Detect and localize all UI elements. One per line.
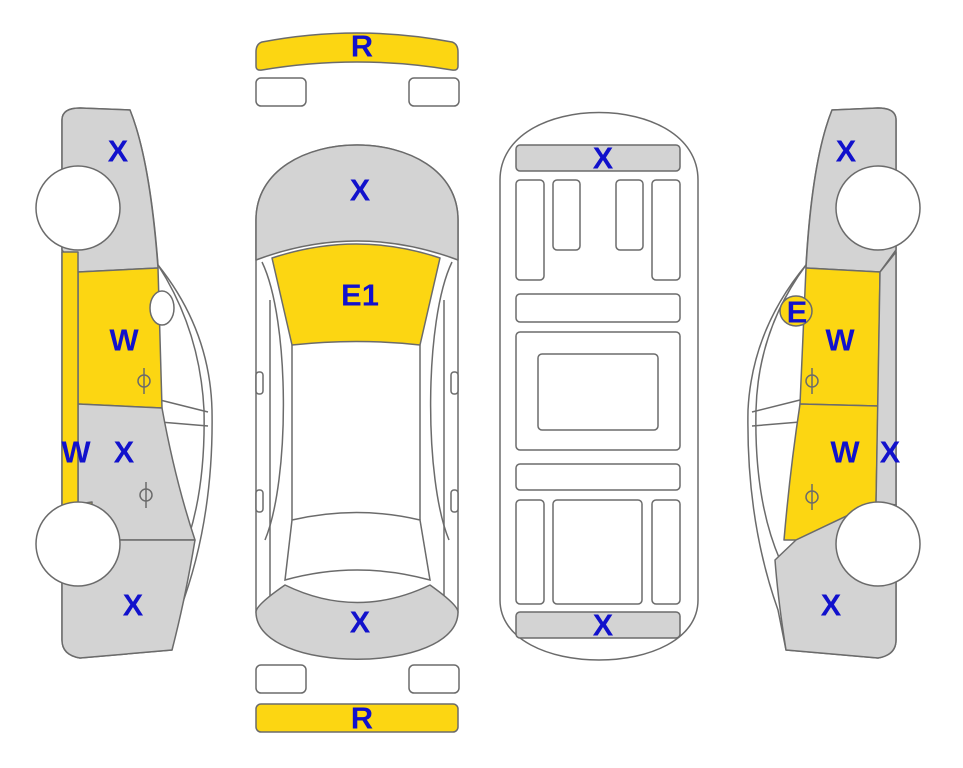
roof-view: X X xyxy=(499,111,699,661)
left-sill-label: W xyxy=(61,435,91,470)
right-sill-label: X xyxy=(880,435,901,470)
roof-rear-panel[interactable] xyxy=(515,611,681,639)
front-right-lamp[interactable] xyxy=(408,77,460,107)
front-bumper[interactable] xyxy=(255,32,459,71)
rear-bumper-label: R xyxy=(351,701,373,736)
rear-left-lamp[interactable] xyxy=(255,664,307,694)
front-left-lamp[interactable] xyxy=(255,77,307,107)
right-rear-quarter-label: X xyxy=(821,588,842,623)
rear-bumper[interactable] xyxy=(255,703,459,733)
right-mirror-label: E xyxy=(787,295,808,330)
right-front-fender-label: X xyxy=(836,134,857,169)
windshield-label: E1 xyxy=(341,278,379,313)
right-front-wheel[interactable] xyxy=(835,165,921,251)
left-mirror[interactable] xyxy=(149,290,175,326)
hood-panel[interactable] xyxy=(255,144,459,261)
left-rear-wheel[interactable] xyxy=(35,501,121,587)
left-front-door-label: W xyxy=(109,323,139,358)
right-front-door-label: W xyxy=(825,323,855,358)
right-rear-wheel[interactable] xyxy=(835,501,921,587)
left-front-wheel[interactable] xyxy=(35,165,121,251)
roof-front-panel[interactable] xyxy=(515,144,681,172)
left-rear-quarter-label: X xyxy=(123,588,144,623)
roof-rear-label: X xyxy=(593,608,614,643)
trunk-top-panel[interactable] xyxy=(255,584,459,660)
right-rear-door-label: W xyxy=(830,435,860,470)
left-front-fender-label: X xyxy=(108,134,129,169)
top-view: R X E1 X R xyxy=(255,29,460,736)
rear-right-lamp[interactable] xyxy=(408,664,460,694)
left-side-view: X W W X X xyxy=(35,107,213,659)
right-mirror[interactable] xyxy=(779,295,813,327)
windshield-panel[interactable] xyxy=(271,243,441,346)
trunk-top-label: X xyxy=(350,605,371,640)
left-rear-door-label: X xyxy=(114,435,135,470)
roof-front-label: X xyxy=(593,141,614,176)
hood-label: X xyxy=(350,173,371,208)
front-bumper-label: R xyxy=(351,29,373,64)
right-side-view: X E W W X X xyxy=(747,107,921,659)
